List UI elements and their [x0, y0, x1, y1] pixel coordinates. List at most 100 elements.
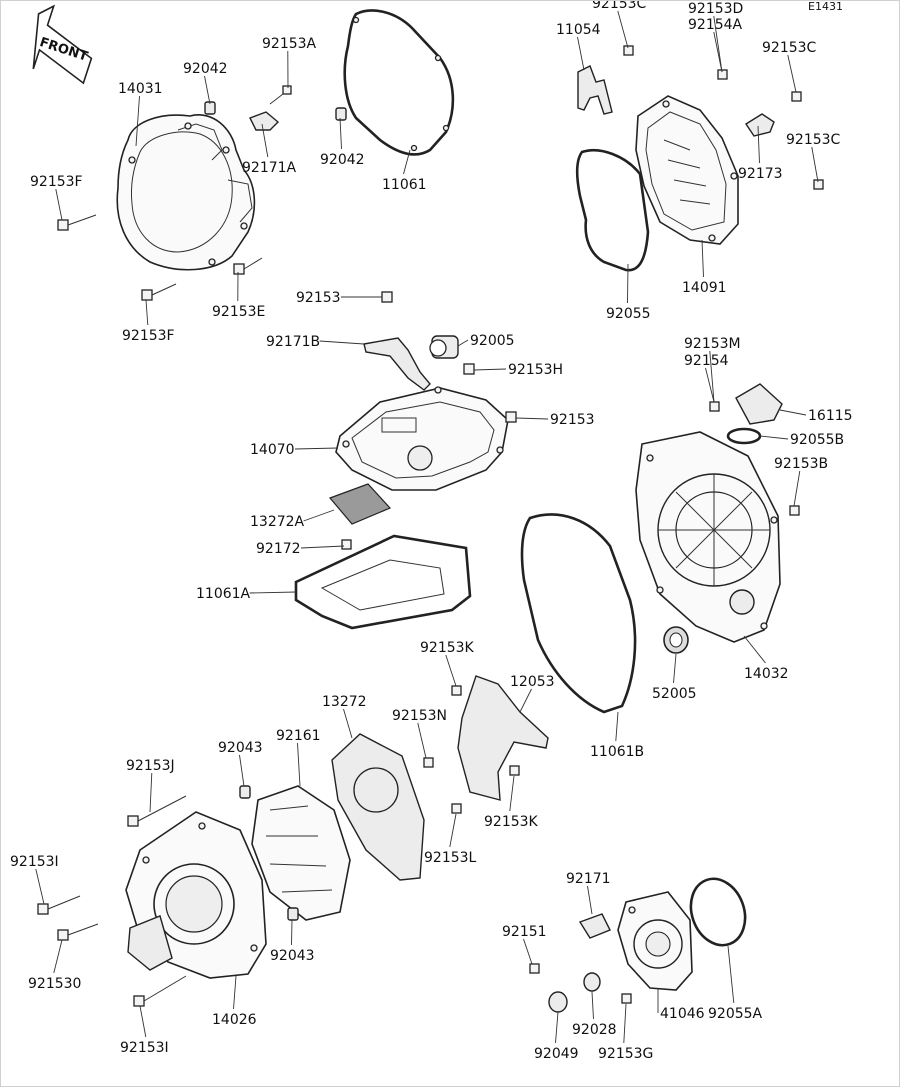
part-label-11061B: 11061B: [590, 744, 644, 760]
bracket-92171B: [364, 338, 430, 390]
leader-line-92153K-a: [446, 655, 456, 686]
part-label-16115: 16115: [808, 408, 853, 424]
part-label-921530: 921530: [28, 976, 81, 992]
bolt-92153D: [718, 70, 727, 79]
part-label-92171B: 92171B: [266, 334, 320, 350]
bolt-92153F-a: [58, 215, 96, 230]
part-label-92153K-a: 92153K: [420, 640, 475, 656]
bolt-92153N: [424, 758, 433, 767]
bushing-92028: [584, 973, 600, 991]
front-arrow-icon: FRONT: [22, 2, 103, 85]
part-label-92153-a: 92153: [296, 290, 341, 306]
part-label-92153C-c: 92153C: [786, 132, 841, 148]
leader-line-92161: [298, 743, 301, 786]
part-label-92172: 92172: [256, 541, 301, 557]
part-label-92055B: 92055B: [790, 432, 844, 448]
leader-line-92005: [458, 340, 468, 346]
part-label-92153M: 92153M: [684, 336, 741, 352]
part-label-11061: 11061: [382, 177, 427, 193]
bolt-92153L: [452, 804, 461, 813]
bolt-92153C-b: [792, 92, 801, 101]
bolt-92153I-b: [134, 976, 186, 1006]
leader-line-92153J: [150, 773, 152, 812]
part-label-13272A: 13272A: [250, 514, 305, 530]
part-label-92153A: 92153A: [262, 36, 317, 52]
part-label-92153I-a: 92153I: [10, 854, 59, 870]
clutch-cover-14032: [636, 432, 780, 642]
leader-line-11061B: [616, 712, 618, 741]
leader-line-12053: [520, 689, 532, 712]
housing-41046: [618, 892, 692, 990]
dowel-92043-a: [240, 786, 250, 798]
leader-line-92153I-a: [36, 869, 44, 904]
leader-line-92172: [301, 546, 344, 548]
leader-line-92154A: [714, 32, 722, 72]
leader-line-92153L: [450, 814, 456, 847]
oring-92055B: [728, 429, 760, 443]
leader-line-13272: [344, 709, 353, 738]
part-label-92055: 92055: [606, 306, 651, 322]
bolt-92153M: [710, 402, 719, 411]
part-label-92153C-a: 92153C: [592, 0, 647, 12]
part-label-92042-b: 92042: [320, 152, 365, 168]
leader-line-92153F-a: [56, 189, 62, 220]
part-label-92171A: 92171A: [242, 160, 297, 176]
part-label-11054: 11054: [556, 22, 601, 38]
leader-line-92153K-b: [510, 776, 514, 811]
leader-line-92043-b: [292, 920, 293, 945]
part-label-92153D: 92153D: [688, 1, 743, 17]
leader-line-92153I-b: [140, 1006, 146, 1037]
cover-14070: [336, 387, 508, 490]
screw-92172: [342, 540, 351, 549]
bolt-92153G: [622, 994, 631, 1003]
bolt-92153-b: [506, 412, 516, 422]
bolt-92153F-b: [142, 284, 176, 300]
leader-line-14026: [234, 976, 237, 1009]
leader-line-92153F-b: [146, 300, 148, 325]
cover-14091: [636, 96, 738, 244]
generator-cover-14031: [117, 115, 254, 270]
bolt-92153C-a: [624, 46, 633, 55]
part-label-92153L: 92153L: [424, 850, 477, 866]
part-label-92153G: 92153G: [598, 1046, 653, 1062]
damper-92161: [252, 786, 350, 920]
gasket-92055: [577, 150, 648, 270]
part-label-92005: 92005: [470, 333, 515, 349]
bolt-92153B: [790, 506, 799, 515]
part-label-14070: 14070: [250, 442, 295, 458]
leader-line-92049: [556, 1012, 559, 1043]
fitting-92005: [430, 336, 458, 358]
leader-line-14070: [295, 448, 338, 449]
leader-line-92042-a: [205, 76, 211, 104]
part-label-92153C-b: 92153C: [762, 40, 817, 56]
leader-line-92043-a: [240, 755, 245, 786]
part-label-92153N: 92153N: [392, 708, 447, 724]
clamp-92171A: [250, 112, 278, 130]
washer-92049: [549, 992, 567, 1012]
leader-line-14091: [702, 240, 704, 277]
part-label-92153J: 92153J: [126, 758, 175, 774]
gasket-11061: [345, 10, 453, 154]
part-label-92154A: 92154A: [688, 17, 743, 33]
part-label-92151: 92151: [502, 924, 547, 940]
leader-line-92153B: [794, 471, 800, 506]
leader-line-92055A: [728, 946, 734, 1003]
clamp-92171: [580, 914, 610, 938]
dowel-92042-b: [336, 108, 346, 120]
part-label-92153B: 92153B: [774, 456, 828, 472]
part-label-14091: 14091: [682, 280, 727, 296]
leader-line-92151: [524, 939, 533, 964]
bolt-92153I-a: [38, 896, 80, 914]
part-label-92153F-a: 92153F: [30, 174, 83, 190]
part-label-13272: 13272: [322, 694, 367, 710]
bolt-92153-a: [382, 292, 392, 302]
leader-line-92153C-a: [618, 11, 628, 48]
screen-13272A: [330, 484, 390, 524]
leader-line-11054: [578, 37, 585, 70]
gasket-11061A: [296, 536, 470, 628]
leader-line-13272A: [304, 510, 334, 521]
bolt-92153A: [270, 86, 291, 104]
part-label-92028: 92028: [572, 1022, 617, 1038]
part-label-92154: 92154: [684, 353, 729, 369]
